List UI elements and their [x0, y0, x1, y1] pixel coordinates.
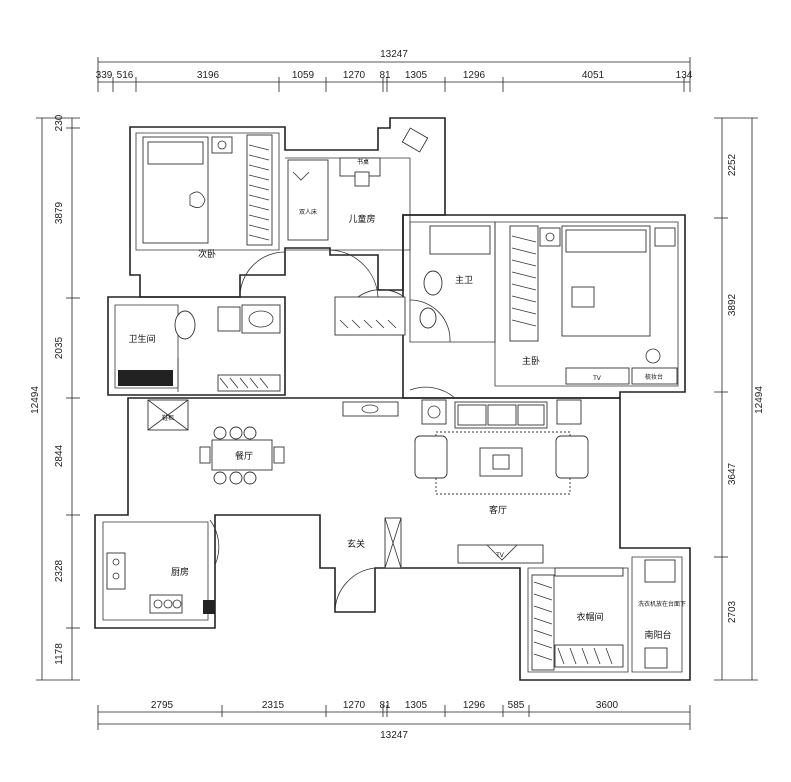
label-washer-note: 洗衣机放在台面下	[638, 600, 686, 608]
bottom-dim-3: 1270	[343, 700, 366, 711]
left-dim-3: 2035	[54, 336, 65, 359]
left-dim-4: 2844	[54, 444, 65, 467]
top-dim-3: 3196	[197, 70, 220, 81]
left-bathroom-fixtures	[118, 304, 281, 431]
label-tv-living: TV	[495, 552, 505, 559]
walk-in-closet-racks	[531, 567, 624, 671]
left-dim-1: 230	[54, 114, 65, 131]
kitchen-fixtures	[106, 552, 215, 614]
top-total-dimension: 13247	[380, 49, 408, 60]
bottom-dimension-chain: 2795 2315 1270 81 1305 1296 585 3600 132…	[97, 700, 691, 741]
label-walk-in-closet: 衣帽间	[576, 611, 603, 623]
balcony-chair-top	[401, 127, 429, 153]
dining-set	[199, 426, 285, 485]
label-double-bed: 双人床	[299, 208, 317, 216]
left-dim-2: 3879	[54, 201, 65, 224]
label-bathroom: 卫生间	[128, 333, 155, 345]
label-master-bath: 主卫	[455, 274, 473, 286]
label-children-room: 儿童房	[348, 213, 375, 225]
label-master-bedroom: 主卧	[522, 355, 540, 367]
label-second-bedroom: 次卧	[198, 248, 216, 260]
top-dim-10: 134	[676, 70, 693, 81]
second-bedroom-wardrobe	[211, 134, 273, 246]
bottom-dim-5: 1305	[405, 700, 428, 711]
label-entrance: 玄关	[347, 538, 365, 550]
right-dimension-chain: 2252 3892 3647 2703 12494	[714, 117, 765, 681]
top-dim-7: 1305	[405, 70, 428, 81]
label-kitchen: 厨房	[171, 566, 189, 578]
right-dim-1: 2252	[727, 153, 738, 176]
doors	[177, 249, 456, 613]
top-dimension-chain: 13247 339 516 3196 1059 1270 81 1305 129…	[96, 49, 693, 92]
bottom-total-dimension: 13247	[380, 730, 408, 741]
left-dim-5: 2328	[54, 559, 65, 582]
hallway-cabinet	[334, 296, 406, 336]
top-dim-8: 1296	[463, 70, 486, 81]
right-total-dimension: 12494	[754, 386, 765, 414]
top-dim-6: 81	[379, 70, 391, 81]
top-dim-5: 1270	[343, 70, 366, 81]
bottom-dim-1: 2795	[151, 700, 174, 711]
top-dim-9: 4051	[582, 70, 605, 81]
balcony-fixtures	[644, 559, 676, 669]
second-bedroom-bed	[142, 136, 209, 244]
entrance-cabinet	[342, 401, 402, 569]
bottom-dim-6: 1296	[463, 700, 486, 711]
label-tv-bedroom: TV	[592, 375, 602, 382]
right-dim-2: 3892	[727, 293, 738, 316]
label-desk: 书桌	[357, 158, 369, 166]
top-dim-2: 516	[117, 70, 134, 81]
label-shoe-cabinet: 鞋柜	[162, 414, 174, 422]
bottom-dim-8: 3600	[596, 700, 619, 711]
top-dim-1: 339	[96, 70, 113, 81]
bottom-dim-2: 2315	[262, 700, 285, 711]
bottom-dim-4: 81	[379, 700, 391, 711]
label-dining: 餐厅	[235, 450, 253, 462]
right-dim-4: 2703	[727, 600, 738, 623]
walls	[94, 117, 691, 681]
left-dimension-chain: 230 3879 2035 2844 2328 1178 12494	[30, 114, 80, 681]
master-bath-fixtures	[419, 225, 491, 329]
left-dim-6: 1178	[54, 643, 65, 665]
living-tv-cabinet	[457, 544, 544, 564]
children-room-furniture	[287, 157, 381, 241]
right-dim-3: 3647	[727, 462, 738, 485]
label-south-balcony: 南阳台	[644, 629, 671, 641]
left-total-dimension: 12494	[30, 386, 41, 414]
bottom-dim-7: 585	[508, 700, 525, 711]
label-living: 客厅	[489, 504, 507, 516]
master-bedroom-furniture	[509, 225, 678, 385]
label-dresser: 梳妆台	[645, 373, 663, 381]
top-dim-4: 1059	[292, 70, 315, 81]
living-room-sofa	[414, 399, 589, 495]
